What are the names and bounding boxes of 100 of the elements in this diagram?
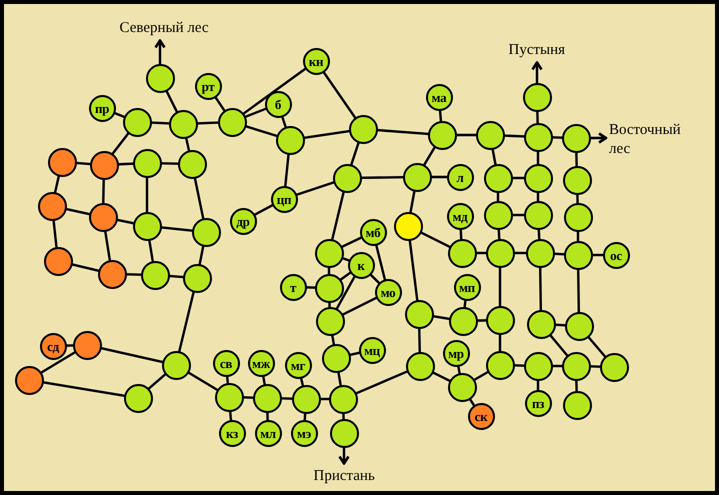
route-line — [198, 245, 205, 265]
location-circle — [284, 352, 312, 378]
route-line — [150, 121, 170, 125]
location-circle — [448, 306, 478, 336]
location-circle — [88, 94, 116, 122]
route-line — [498, 334, 502, 352]
route-line — [512, 214, 524, 216]
location-circle — [302, 48, 330, 74]
destination-label: Пристань — [314, 466, 375, 486]
location-circle — [146, 64, 174, 92]
location-circle — [486, 306, 514, 334]
route-line — [52, 219, 58, 248]
location-circle — [178, 150, 206, 178]
route-line — [335, 275, 356, 310]
route-line — [430, 176, 448, 178]
route-line — [146, 176, 148, 212]
location-circle — [330, 418, 358, 448]
location-circle — [212, 350, 240, 376]
route-line — [422, 146, 436, 166]
route-line — [40, 350, 76, 374]
route-line — [104, 230, 112, 261]
route-line — [295, 181, 335, 196]
route-line — [100, 346, 164, 364]
location-circle — [402, 162, 432, 192]
route-line — [408, 239, 419, 301]
location-circle — [524, 352, 552, 380]
location-circle — [394, 212, 422, 240]
route-line — [42, 381, 125, 397]
location-circle — [562, 124, 590, 152]
location-label: мл — [260, 426, 276, 440]
location-label: св — [220, 356, 232, 370]
route-line — [113, 112, 125, 118]
location-circle — [72, 330, 102, 360]
location-circle — [252, 384, 282, 412]
route-line — [184, 136, 190, 152]
destination-label: Пустыня — [508, 40, 566, 60]
route-line — [339, 271, 352, 282]
location-circle — [90, 150, 118, 180]
route-line — [330, 190, 346, 240]
route-line — [280, 115, 287, 128]
location-label: мр — [448, 346, 464, 360]
route-line — [116, 218, 134, 224]
route-line — [64, 208, 90, 216]
route-line — [554, 324, 566, 326]
location-label: пр — [94, 102, 110, 114]
location-circle — [374, 278, 402, 306]
route-line — [360, 176, 404, 179]
location-circle — [602, 242, 630, 268]
location-circle — [88, 202, 118, 232]
location-circle — [182, 264, 212, 292]
location-circle — [332, 164, 362, 192]
location-circle — [122, 108, 152, 136]
route-line — [491, 148, 497, 165]
route-line — [244, 124, 278, 138]
route-line — [548, 334, 568, 356]
location-label: л — [456, 170, 464, 184]
location-label: др — [236, 214, 250, 228]
location-label: рт — [202, 80, 214, 92]
location-circle — [218, 420, 246, 446]
route-line — [178, 290, 195, 352]
route-line — [376, 128, 429, 136]
route-line — [303, 130, 350, 140]
route-line — [512, 176, 524, 180]
location-circle — [316, 306, 344, 336]
location-circle — [348, 252, 374, 278]
route-line — [253, 204, 274, 216]
route-line — [438, 109, 442, 122]
location-circle — [314, 274, 344, 302]
route-line — [503, 134, 525, 138]
route-line — [350, 141, 360, 166]
location-label: к — [357, 258, 365, 272]
location-circle — [360, 218, 386, 246]
location-circle — [38, 192, 66, 220]
location-circle — [44, 246, 72, 276]
location-label: сд — [47, 340, 59, 352]
location-circle — [276, 126, 304, 154]
location-circle — [448, 372, 476, 402]
route-line — [342, 296, 378, 316]
route-line — [337, 371, 342, 386]
location-circle — [562, 166, 592, 194]
location-circle — [448, 238, 476, 268]
location-label: ск — [474, 410, 488, 422]
route-line — [369, 273, 380, 284]
route-line — [539, 266, 542, 311]
route-line — [456, 134, 476, 136]
location-circle — [484, 164, 512, 192]
route-line — [575, 379, 578, 392]
location-label: мц — [364, 344, 380, 356]
location-circle — [248, 350, 274, 376]
route-line — [266, 411, 269, 421]
route-line — [498, 266, 502, 306]
location-label: мп — [459, 280, 475, 294]
location-circle — [124, 384, 152, 412]
location-circle — [280, 274, 306, 300]
route-line — [473, 370, 489, 382]
route-line — [575, 151, 578, 167]
route-line — [476, 252, 486, 254]
location-circle — [162, 350, 190, 380]
location-circle — [428, 120, 456, 150]
route-line — [242, 67, 307, 116]
